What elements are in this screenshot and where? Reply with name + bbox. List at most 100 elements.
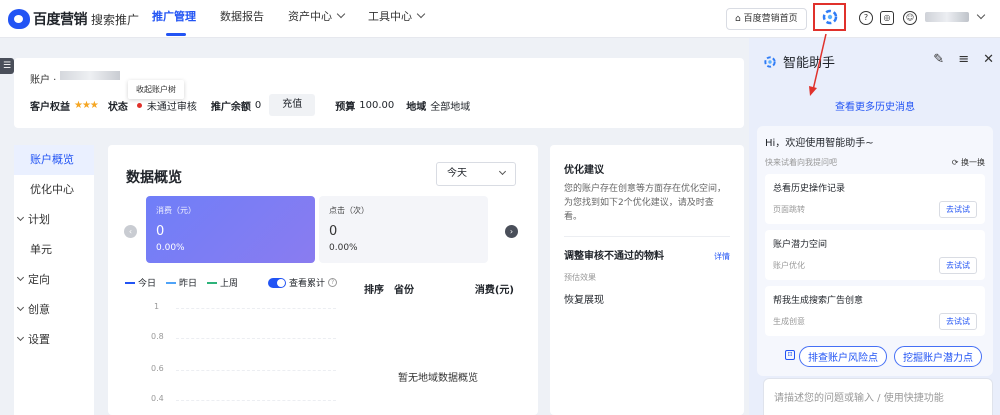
menu-unit[interactable]: 单元 — [14, 235, 94, 265]
menu-icon[interactable]: ≡ — [958, 52, 970, 67]
chevron-down-icon[interactable] — [976, 10, 986, 20]
cumulative-toggle[interactable] — [268, 277, 287, 288]
menu-plan[interactable]: 计划 — [14, 205, 94, 235]
menu-optimization-center[interactable]: 优化中心 — [14, 175, 94, 205]
menu-label: 账户概览 — [30, 153, 74, 166]
nav-label: 数据报告 — [220, 10, 264, 23]
menu-targeting[interactable]: 定向 — [14, 265, 94, 295]
nav-data-report[interactable]: 数据报告 — [220, 0, 264, 38]
close-icon[interactable]: ✕ — [983, 52, 994, 67]
legend-swatch — [207, 281, 218, 284]
menu-settings[interactable]: 设置 — [14, 325, 94, 355]
suggestion-card[interactable]: 帮我生成搜索广告创意 生成创意 去试试 — [765, 286, 985, 336]
try-button[interactable]: 去试试 — [939, 257, 977, 274]
nav-tool-center[interactable]: 工具中心 — [368, 0, 426, 38]
ai-assistant-button[interactable] — [813, 3, 846, 31]
refresh-button[interactable]: ⟳ 换一换 — [951, 158, 985, 167]
details-link[interactable]: 详情 — [714, 252, 730, 261]
prev-arrow-icon[interactable]: ‹ — [124, 225, 137, 238]
menu-label: 设置 — [28, 333, 50, 346]
account-name-blurred — [60, 71, 120, 80]
click-metric-card[interactable]: 点击（次） 0 0.00% — [319, 196, 488, 263]
menu-account-overview[interactable]: 账户概览 — [14, 145, 94, 175]
chevron-down-icon — [16, 333, 25, 342]
new-chat-icon[interactable]: ✎ — [933, 52, 945, 67]
suggest-item: 调整审核不通过的物料 详情 — [564, 249, 730, 264]
baidu-marketing-logo[interactable]: 百度营销 搜索推广 — [8, 8, 139, 30]
gridline — [176, 400, 336, 401]
date-range-select[interactable]: 今天 — [436, 162, 516, 186]
gridline — [176, 370, 336, 371]
help-icon[interactable]: ? — [328, 278, 338, 287]
optimization-suggestions: 优化建议 您的账户存在创意等方面存在优化空间，为您找到如下2个优化建议，请及时查… — [550, 145, 744, 415]
help-icon[interactable]: ? — [859, 11, 873, 25]
chevron-down-icon — [498, 167, 507, 176]
nav-label: 工具中心 — [368, 10, 412, 23]
y-tick: 1 — [154, 302, 160, 311]
suggestion-card[interactable]: 账户潜力空间 账户优化 去试试 — [765, 230, 985, 280]
chevron-down-icon — [16, 303, 25, 312]
chat-input[interactable]: 请描述您的问题或输入 / 使用快捷功能 — [763, 378, 993, 415]
quick-actions-icon[interactable]: ⊡ — [785, 350, 795, 360]
legend-label: 上周 — [220, 279, 239, 289]
col-spend: 消费(元) — [474, 285, 514, 296]
legend-swatch — [166, 281, 177, 284]
spend-label: 消费（元） — [156, 206, 196, 215]
legend-yesterday[interactable]: 昨日 — [166, 276, 197, 289]
gridline — [176, 338, 336, 339]
menu-label: 定向 — [28, 273, 50, 286]
spend-metric-card[interactable]: 消费（元） 0 0.00% — [146, 196, 315, 263]
balance-label: 推广余额 — [210, 101, 251, 113]
account-meta-row: 客户权益 ★★★ 状态 未通过审核 推广余额 0 充值 预算 100.00 地域… — [30, 94, 471, 116]
card-title: 总看历史操作记录 — [773, 184, 846, 194]
status-value: 未通过审核 — [146, 101, 197, 113]
nav-promotion-management[interactable]: 推广管理 — [152, 0, 196, 38]
nav-asset-center[interactable]: 资产中心 — [288, 0, 346, 38]
spend-pct: 0.00% — [156, 243, 185, 253]
chevron-down-icon — [416, 9, 426, 19]
try-button[interactable]: 去试试 — [939, 313, 977, 330]
legend-today[interactable]: 今日 — [125, 276, 156, 289]
region-value[interactable]: 全部地域 — [430, 101, 471, 113]
chevron-down-icon — [16, 273, 25, 282]
history-link[interactable]: 查看更多历史消息 — [835, 102, 915, 113]
y-tick: 0.4 — [151, 394, 164, 403]
username-blurred[interactable] — [925, 12, 969, 22]
greeting-title: Hi，欢迎使用智能助手~ — [765, 138, 874, 149]
click-value: 0 — [329, 224, 338, 239]
status-dot — [136, 102, 142, 108]
card-subtitle: 账户优化 — [773, 261, 805, 270]
region-table-header: 排序 省份 消费(元) — [364, 281, 514, 296]
logo-text: 百度营销 — [33, 12, 88, 28]
quick-chips: 排查账户风险点 挖掘账户潜力点 — [783, 346, 982, 367]
chip-potential[interactable]: 挖掘账户潜力点 — [894, 346, 982, 367]
card-title: 账户潜力空间 — [773, 240, 828, 250]
try-button[interactable]: 去试试 — [939, 201, 977, 218]
menu-creative[interactable]: 创意 — [14, 295, 94, 325]
legend-last-week[interactable]: 上周 — [207, 276, 238, 289]
main-nav: 推广管理 数据报告 资产中心 工具中心 — [152, 0, 448, 38]
message-icon[interactable]: ◎ — [880, 11, 894, 25]
equity-stars: ★★★ — [74, 99, 99, 111]
collapse-tree-icon[interactable]: ☰ — [0, 58, 14, 74]
greeting-card: Hi，欢迎使用智能助手~ 快来试着向我提问吧 ⟳ 换一换 总看历史操作记录 页面… — [757, 126, 993, 376]
ai-assistant-icon — [822, 9, 837, 25]
divider — [564, 236, 730, 237]
next-arrow-icon[interactable]: › — [505, 225, 518, 238]
user-avatar-icon[interactable]: ☺ — [903, 11, 917, 25]
data-overview-panel: 数据概览 今天 ‹ 消费（元） 0 0.00% 点击（次） 0 0.00% › … — [108, 145, 538, 415]
date-select-value: 今天 — [447, 168, 467, 179]
chip-risk-check[interactable]: 排查账户风险点 — [799, 346, 887, 367]
recharge-button[interactable]: 充值 — [269, 94, 316, 116]
baidu-paw-icon — [8, 9, 30, 29]
suggest-item-title: 调整审核不通过的物料 — [564, 251, 664, 262]
marketing-home-button[interactable]: ⌂ 百度营销首页 — [726, 8, 807, 30]
menu-label: 计划 — [28, 213, 50, 226]
tooltip: 收起账户树 — [128, 80, 184, 99]
assistant-toolbar: ✎ ≡ ✕ — [919, 52, 994, 67]
assistant-header: 智能助手 — [763, 52, 835, 71]
budget-value[interactable]: 100.00 — [359, 99, 395, 111]
menu-label: 单元 — [30, 243, 52, 256]
legend-swatch — [125, 281, 135, 284]
suggestion-card[interactable]: 总看历史操作记录 页面跳转 去试试 — [765, 174, 985, 224]
